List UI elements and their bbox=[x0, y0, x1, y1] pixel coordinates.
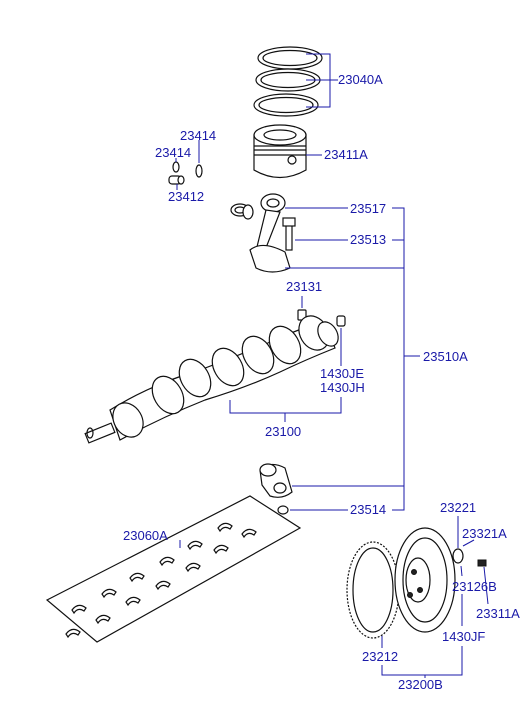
label-23321A: 23321A bbox=[462, 526, 507, 541]
label-23040A: 23040A bbox=[338, 72, 383, 87]
label-23412: 23412 bbox=[168, 189, 204, 204]
piston-rings bbox=[253, 46, 323, 117]
ring-gear bbox=[346, 541, 400, 639]
label-23510A: 23510A bbox=[423, 349, 468, 364]
label-23212: 23212 bbox=[362, 649, 398, 664]
label-1430JE: 1430JE bbox=[320, 366, 364, 381]
piston bbox=[253, 124, 307, 179]
label-23100: 23100 bbox=[265, 424, 301, 439]
label-23513: 23513 bbox=[350, 232, 386, 247]
label-23311A: 23311A bbox=[476, 606, 520, 621]
label-23414-upper: 23414 bbox=[180, 128, 216, 143]
snap-ring-and-pin bbox=[168, 161, 203, 185]
label-23200B: 23200B bbox=[398, 677, 443, 692]
label-23517: 23517 bbox=[350, 201, 386, 216]
label-23126B: 23126B bbox=[452, 579, 497, 594]
label-23131: 23131 bbox=[286, 279, 322, 294]
label-23414-lower: 23414 bbox=[155, 145, 191, 160]
leader-lines bbox=[175, 53, 489, 678]
label-23221: 23221 bbox=[440, 500, 476, 515]
crankshaft bbox=[84, 315, 339, 444]
rod-cap bbox=[259, 463, 293, 515]
label-1430JF: 1430JF bbox=[442, 629, 485, 644]
label-1430JH: 1430JH bbox=[320, 380, 365, 395]
flywheel bbox=[394, 527, 487, 633]
main-bearings bbox=[45, 495, 302, 643]
label-23411A: 23411A bbox=[324, 147, 368, 162]
label-23060A: 23060A bbox=[123, 528, 168, 543]
connecting-rod bbox=[230, 193, 296, 273]
label-23514: 23514 bbox=[350, 502, 386, 517]
